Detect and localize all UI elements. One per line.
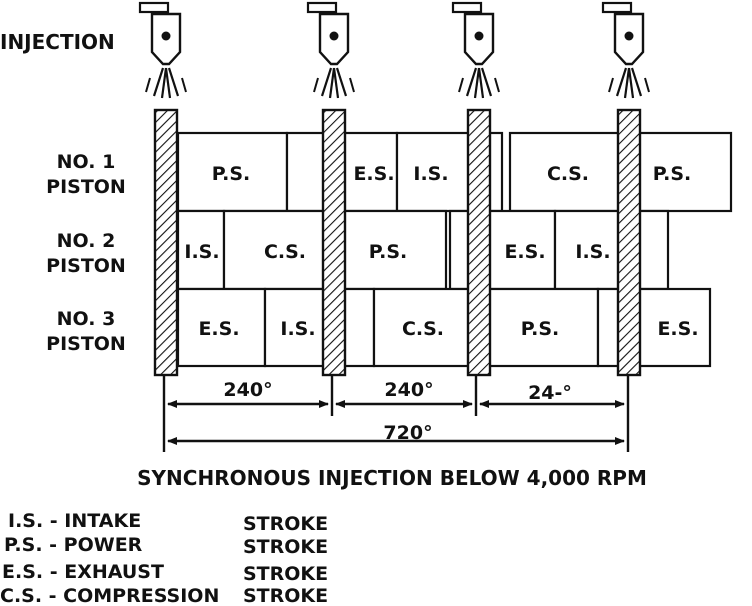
stroke-cell: I.S. [184, 241, 219, 263]
svg-text:240°: 240° [223, 379, 272, 401]
svg-text:NO. 1: NO. 1 [57, 151, 116, 173]
dimension-extension-lines [162, 376, 630, 452]
piston-3-label: NO. 3 PISTON [46, 308, 126, 355]
injector-2-icon [306, 1, 356, 100]
svg-text:24-°: 24-° [528, 382, 572, 404]
legend-item-power-stroke: STROKE [243, 536, 328, 558]
svg-text:NO. 3: NO. 3 [57, 308, 116, 330]
stroke-cell: E.S. [198, 318, 239, 340]
legend-item-power: P.S. - POWER [4, 534, 143, 556]
dimension-720: 720° [167, 422, 625, 445]
legend-item-intake: I.S. - INTAKE [8, 510, 141, 532]
svg-text:PISTON: PISTON [46, 333, 126, 355]
stroke-cell: E.S. [657, 318, 698, 340]
legend-item-compression: C.S. - COMPRESSION [0, 585, 219, 606]
injector-4-icon [601, 1, 651, 100]
stroke-cell: C.S. [402, 318, 444, 340]
stroke-cell: C.S. [264, 241, 306, 263]
legend-item-intake-stroke: STROKE [243, 513, 328, 535]
piston-1-label: NO. 1 PISTON [46, 151, 126, 198]
dimension-240-1: 240° [167, 379, 329, 408]
injector-1-icon [138, 1, 188, 100]
svg-text:NO. 2: NO. 2 [57, 230, 116, 252]
legend: I.S. - INTAKE STROKE P.S. - POWER STROKE… [0, 510, 328, 606]
stroke-cell: E.S. [353, 163, 394, 185]
svg-text:240°: 240° [384, 379, 433, 401]
stroke-cell: P.S. [653, 163, 692, 185]
svg-text:PISTON: PISTON [46, 176, 126, 198]
stroke-cell: C.S. [547, 163, 589, 185]
stroke-cell: P.S. [521, 318, 560, 340]
piston-2-strokes: I.S. C.S. P.S. E.S. I.S. [176, 209, 670, 291]
stroke-cell: I.S. [280, 318, 315, 340]
dimension-240-3: 24-° [479, 382, 625, 408]
legend-item-compression-stroke: STROKE [243, 585, 328, 606]
legend-item-exhaust: E.S. - EXHAUST [2, 561, 164, 583]
svg-text:PISTON: PISTON [46, 255, 126, 277]
legend-item-exhaust-stroke: STROKE [243, 563, 328, 585]
stroke-cell: E.S. [504, 241, 545, 263]
svg-text:720°: 720° [383, 422, 432, 444]
piston-1-strokes: P.S. E.S. I.S. C.S. P.S. [176, 131, 733, 213]
dimension-240-2: 240° [335, 379, 473, 408]
diagram-title: SYNCHRONOUS INJECTION BELOW 4,000 RPM [137, 466, 647, 490]
piston-2-label: NO. 2 PISTON [46, 230, 126, 277]
injection-pulse-bars [153, 108, 642, 377]
stroke-cell: P.S. [212, 163, 251, 185]
injector-3-icon [451, 1, 501, 100]
injection-label: INJECTION [0, 30, 115, 54]
stroke-cell: I.S. [575, 241, 610, 263]
stroke-cell: I.S. [413, 163, 448, 185]
stroke-cell: P.S. [369, 241, 408, 263]
